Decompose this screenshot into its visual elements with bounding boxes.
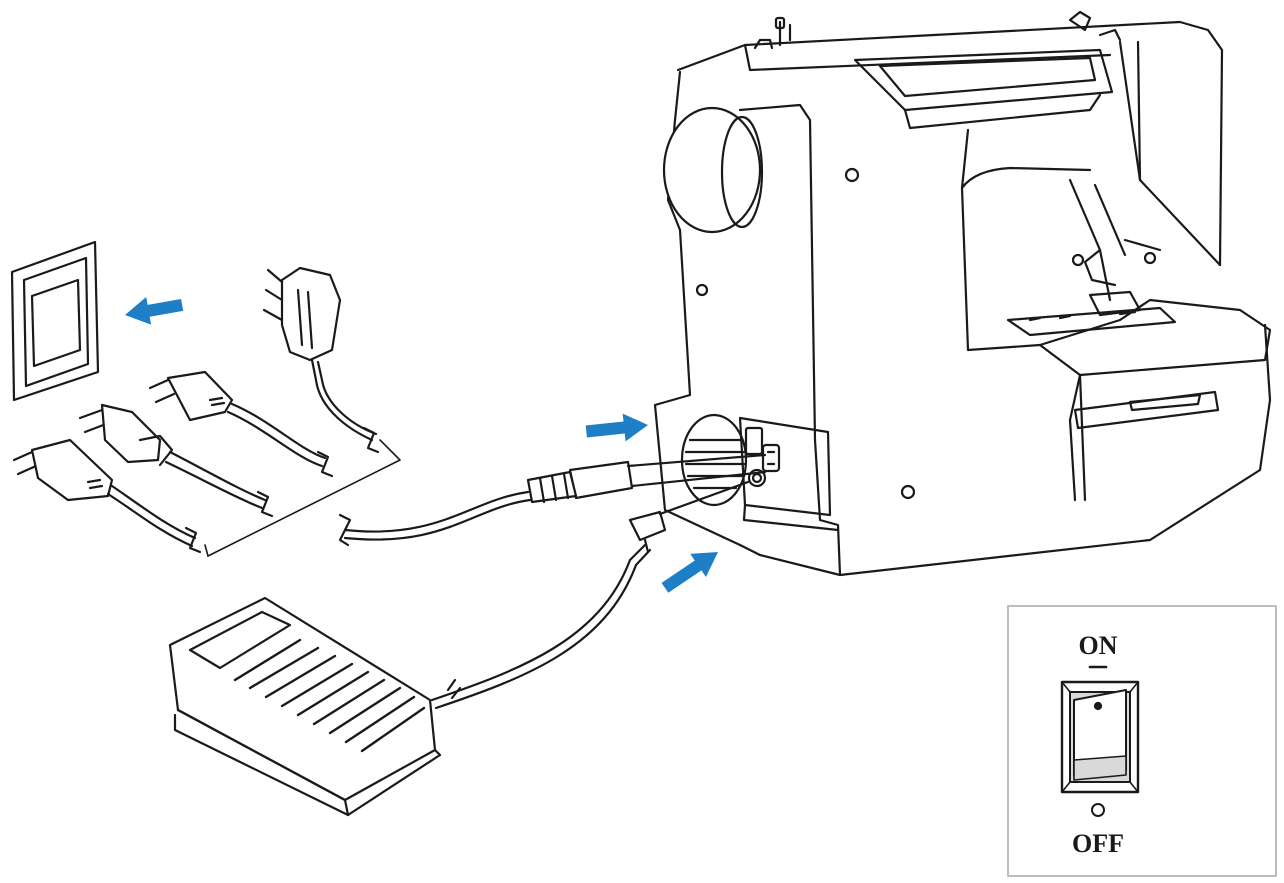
sewing-machine-icon [653, 10, 1272, 577]
arrow-to-pedal-socket [661, 552, 718, 593]
off-mark [1091, 803, 1105, 817]
plug-icon [148, 370, 327, 468]
plug-options [12, 266, 401, 557]
switch-panel-frame [1007, 605, 1277, 877]
machine-power-cord [338, 453, 767, 547]
switch-panel: ON OFF [1007, 605, 1277, 877]
wall-outlet-icon [10, 240, 100, 402]
power-switch-icon [1060, 680, 1140, 794]
arrow-to-power-socket [585, 413, 648, 442]
arrow-to-outlet [125, 297, 184, 325]
foot-pedal-icon [168, 480, 750, 817]
switch-off-label: OFF [1072, 829, 1124, 858]
switch-on-label: ON [1079, 631, 1118, 660]
plug-icon [78, 403, 267, 510]
arrow-icon [125, 297, 718, 593]
power-adapter-icon [262, 266, 378, 442]
plug-icon [12, 438, 197, 548]
